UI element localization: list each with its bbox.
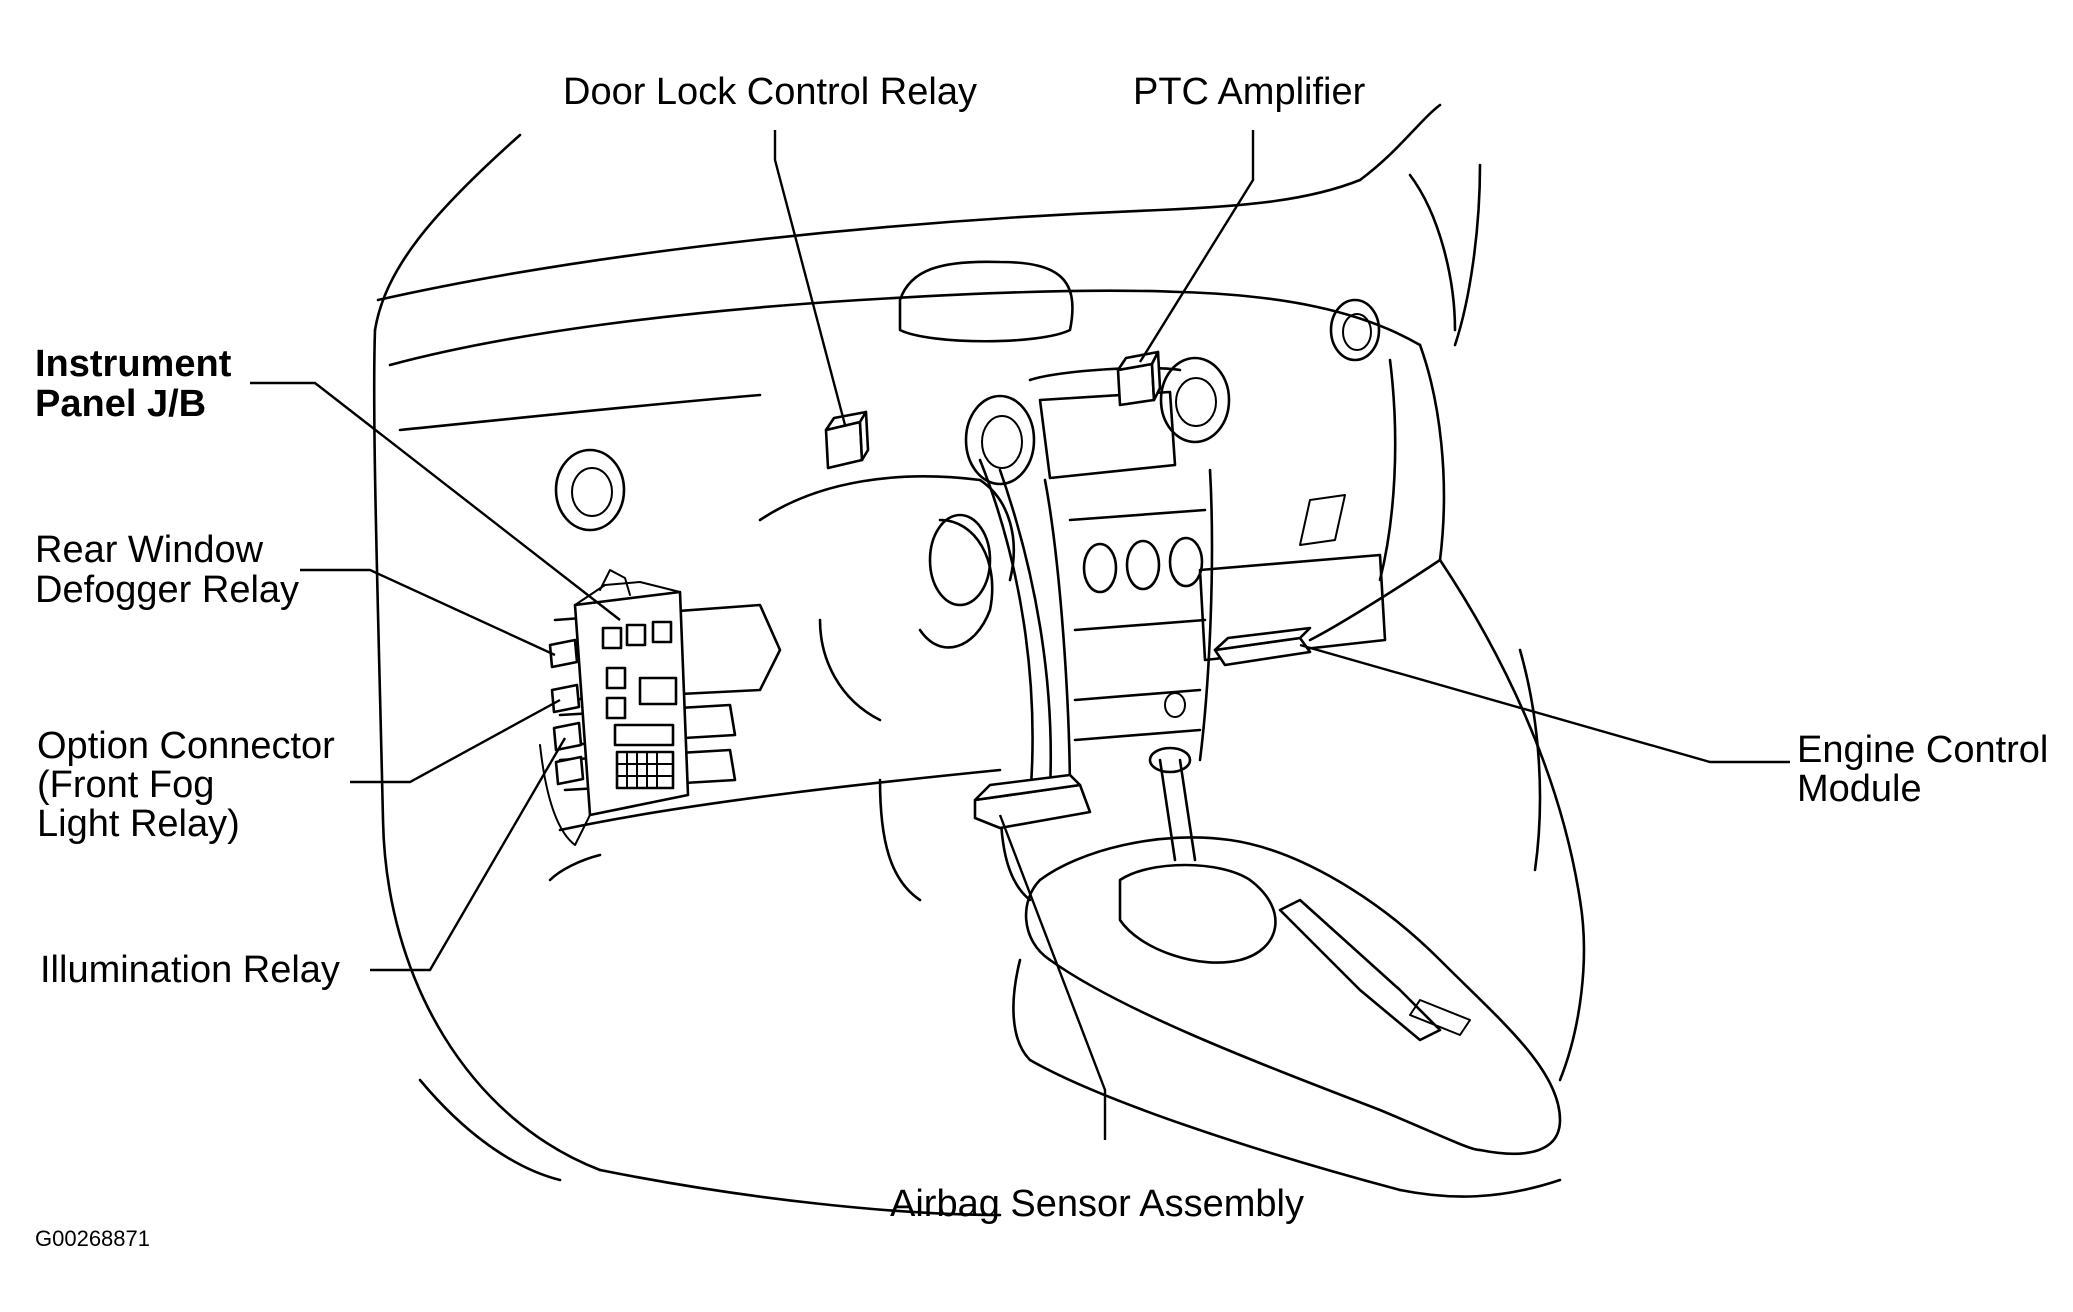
engine-control-module-label-line1: Engine Control <box>1797 729 2048 771</box>
rear-window-defogger-relay-part <box>548 638 579 669</box>
instrument-panel-jb-label-line1: Instrument <box>35 343 232 385</box>
leader-ptc <box>1138 130 1255 363</box>
rear-window-defogger-relay-label-line1: Rear Window <box>35 529 264 571</box>
door-lock-control-relay-part <box>824 410 870 470</box>
instrument-panel-jb-label-line2: Panel J/B <box>35 383 206 425</box>
airbag-sensor-assembly-label: Airbag Sensor Assembly <box>890 1183 1304 1225</box>
leader-airbag <box>998 814 1107 1140</box>
misc-relay-part <box>554 755 585 786</box>
illumination-relay-label: Illumination Relay <box>40 949 340 991</box>
rear-window-defogger-relay-label-line2: Defogger Relay <box>35 569 299 611</box>
ptc-amplifier-label: PTC Amplifier <box>1133 71 1366 113</box>
leader-rear-defogger <box>300 568 556 657</box>
dashboard-illustration <box>372 103 1586 1217</box>
door-lock-control-relay-label: Door Lock Control Relay <box>563 71 977 113</box>
leader-lines <box>250 130 1790 1140</box>
leader-door-lock <box>773 130 847 426</box>
option-connector-label-line2: (Front Fog <box>37 764 214 806</box>
leader-jb <box>250 381 621 621</box>
instrument-panel-jb-part <box>539 569 690 846</box>
leader-option-connector <box>350 698 561 784</box>
option-connector-label-line3: Light Relay) <box>37 803 240 845</box>
illumination-relay-part <box>552 721 583 752</box>
airbag-sensor-assembly-part <box>973 773 1092 830</box>
option-connector-label-line1: Option Connector <box>37 725 335 767</box>
engine-control-module-part <box>1213 626 1312 667</box>
ptc-amplifier-part <box>1116 350 1162 407</box>
figure-reference-id: G00268871 <box>35 1226 150 1251</box>
leader-ecm <box>1299 643 1790 764</box>
option-connector-part <box>550 683 581 714</box>
leader-illumination <box>370 737 567 972</box>
engine-control-module-label-line2: Module <box>1797 768 1922 810</box>
